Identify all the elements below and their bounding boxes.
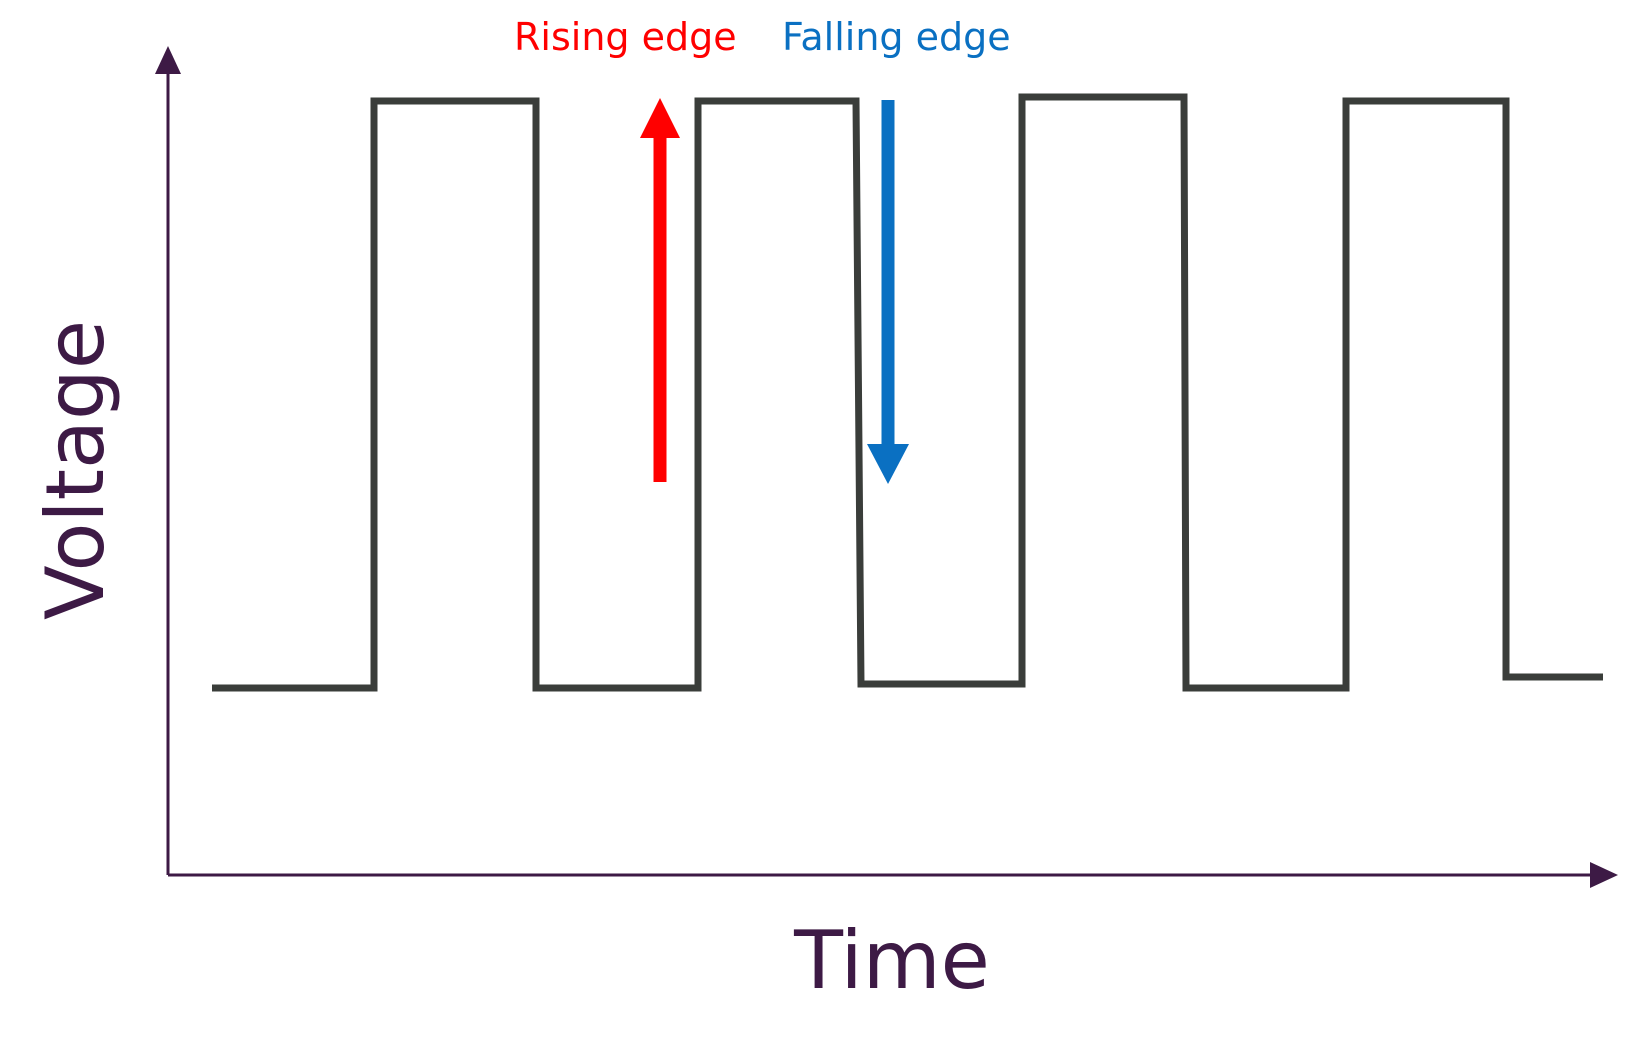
falling-edge-label: Falling edge — [782, 15, 1011, 59]
y-axis-label: Voltage — [29, 320, 122, 620]
rising-edge-label: Rising edge — [514, 15, 737, 59]
x-axis-arrowhead — [1590, 862, 1618, 888]
rising-edge-arrowhead — [640, 98, 680, 138]
y-axis-arrowhead — [155, 46, 181, 74]
square-wave-signal — [212, 93, 1603, 692]
x-axis-label: Time — [793, 914, 990, 1007]
falling-edge-arrowhead — [867, 444, 909, 484]
